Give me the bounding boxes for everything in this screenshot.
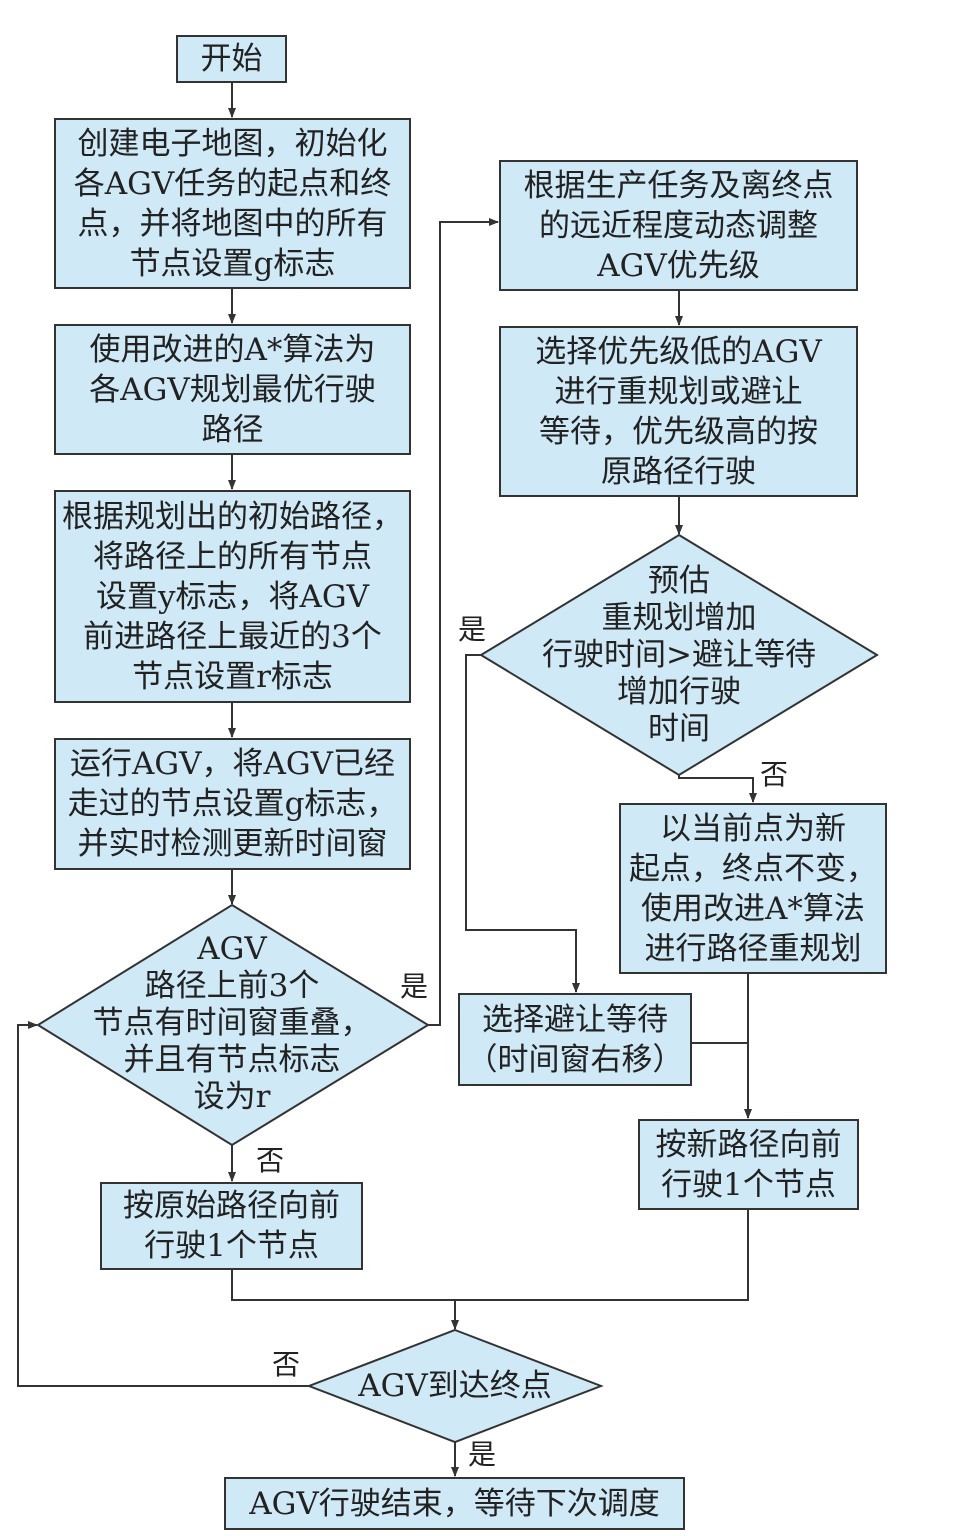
reach-end-yes-label: 是: [468, 1438, 497, 1471]
astar-plan-node: 使用改进的A*算法为 各AGV规划最优行驶 路径: [54, 324, 411, 455]
estimate-no-label: 否: [760, 758, 789, 791]
estimate-yes-label: 是: [458, 613, 487, 646]
finish-node: AGV行驶结束，等待下次调度: [224, 1477, 685, 1530]
line-move-new-to-merge: [455, 1210, 749, 1301]
arrow-estimate-yes-to-wait: [465, 654, 580, 993]
estimate-text: 预估 重规划增加 行驶时间>避让等待 增加行驶 时间: [542, 562, 816, 747]
arrow-estimate-no-to-replan: [678, 775, 757, 803]
check-no-label: 否: [256, 1144, 285, 1177]
run-agv-node: 运行AGV，将AGV已经 走过的节点设置g标志， 并实时检测更新时间窗: [54, 738, 411, 870]
check-overlap-text: AGV 路径上前3个 节点有时间窗重叠， 并且有节点标志 设为r: [92, 930, 372, 1115]
line-move-original-to-merge: [231, 1270, 455, 1301]
move-new-node: 按新路径向前 行驶1个节点: [638, 1119, 859, 1210]
replan-text: 以当前点为新 起点，终点不变， 使用改进A*算法 进行路径重规划: [629, 810, 877, 967]
move-original-text: 按原始路径向前 行驶1个节点: [123, 1188, 340, 1264]
reach-end-text: AGV到达终点: [358, 1367, 552, 1404]
move-original-node: 按原始路径向前 行驶1个节点: [100, 1182, 363, 1270]
arrow-check-yes-to-adjust: [428, 218, 499, 1026]
create-map-text: 创建电子地图，初始化 各AGV任务的起点和终 点，并将地图中的所有 节点设置g标…: [73, 125, 392, 282]
wait-text: 选择避让等待 （时间窗右移）: [466, 1001, 684, 1078]
adjust-priority-text: 根据生产任务及离终点 的远近程度动态调整 AGV优先级: [523, 167, 834, 284]
replan-node: 以当前点为新 起点，终点不变， 使用改进A*算法 进行路径重规划: [619, 803, 887, 974]
run-agv-text: 运行AGV，将AGV已经 走过的节点设置g标志， 并实时检测更新时间窗: [67, 746, 398, 862]
astar-plan-text: 使用改进的A*算法为 各AGV规划最优行驶 路径: [89, 331, 376, 448]
create-map-node: 创建电子地图，初始化 各AGV任务的起点和终 点，并将地图中的所有 节点设置g标…: [54, 118, 411, 289]
wait-node: 选择避让等待 （时间窗右移）: [458, 993, 692, 1086]
select-low-text: 选择优先级低的AGV 进行重规划或避让 等待，优先级高的按 原路径行驶: [535, 333, 822, 490]
set-flags-node: 根据规划出的初始路径， 将路径上的所有节点 设置y标志，将AGV 前进路径上最近…: [54, 490, 411, 703]
set-flags-text: 根据规划出的初始路径， 将路径上的所有节点 设置y标志，将AGV 前进路径上最近…: [62, 498, 403, 695]
check-yes-label: 是: [400, 970, 429, 1003]
select-low-node: 选择优先级低的AGV 进行重规划或避让 等待，优先级高的按 原路径行驶: [499, 326, 858, 497]
reach-end-no-label: 否: [272, 1348, 301, 1381]
start-node: 开始: [176, 35, 287, 83]
move-new-text: 按新路径向前 行驶1个节点: [655, 1126, 842, 1203]
adjust-priority-node: 根据生产任务及离终点 的远近程度动态调整 AGV优先级: [499, 160, 858, 291]
finish-text: AGV行驶结束，等待下次调度: [249, 1485, 660, 1522]
arrow-reach-end-no-loop: [17, 1021, 309, 1387]
start-node-text: 开始: [200, 41, 263, 77]
